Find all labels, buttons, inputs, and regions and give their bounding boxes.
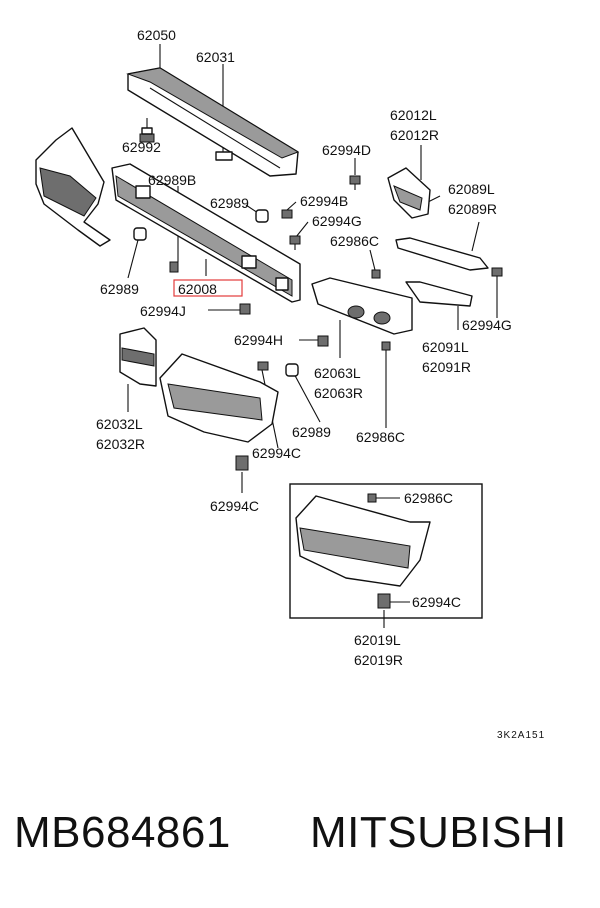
label-62089R: 62089R — [448, 201, 497, 217]
figure-code: 3K2A151 — [497, 730, 545, 741]
part-62063-side-bracket — [311, 277, 413, 335]
label-62019R: 62019R — [354, 652, 403, 668]
fastener-62994B — [281, 209, 293, 219]
label-62994B: 62994B — [300, 193, 348, 209]
label-62089L: 62089L — [448, 181, 495, 197]
part-62019-corner — [295, 495, 431, 587]
label-62091R: 62091R — [422, 359, 471, 375]
label-62994G-upper: 62994G — [312, 213, 362, 229]
part-62031-label-plate — [215, 151, 233, 161]
label-62994D: 62994D — [322, 142, 371, 158]
fastener-62986C-upper — [371, 269, 381, 279]
label-62063R: 62063R — [314, 385, 363, 401]
part-62050-cover — [126, 67, 300, 177]
label-62008: 62008 — [178, 281, 217, 297]
fastener-62989-bumper — [285, 363, 299, 377]
fastener-62989-left — [133, 227, 147, 241]
label-62994C-lower: 62994C — [210, 498, 259, 514]
footer: MB684861 MITSUBISHI — [0, 800, 600, 870]
fastener-62994C-bumper — [257, 361, 269, 371]
part-62008-reinforcement — [111, 163, 301, 303]
label-62994C-inset: 62994C — [412, 594, 461, 610]
parts-diagram: 62050 62031 62992 62012L 62012R 62994D 6… — [35, 27, 545, 741]
label-62050: 62050 — [137, 27, 176, 43]
label-62986C-upper: 62986C — [330, 233, 379, 249]
fastener-62994C-inset — [377, 593, 391, 609]
label-62989B: 62989B — [148, 172, 196, 188]
part-62992-clip — [139, 127, 155, 143]
label-62019L: 62019L — [354, 632, 401, 648]
fastener-62986C-middle — [381, 341, 391, 351]
label-62994J: 62994J — [140, 303, 186, 319]
highlight-box-62008 — [173, 279, 243, 297]
part-labels: 62050 62031 62992 62012L 62012R 62994D 6… — [96, 27, 545, 741]
part-62032-end-cap — [119, 327, 157, 387]
footer-brand: MITSUBISHI — [310, 808, 567, 857]
label-62994H: 62994H — [234, 332, 283, 348]
label-62091L: 62091L — [422, 339, 469, 355]
part-side-bracket-left — [35, 127, 111, 247]
label-62032L: 62032L — [96, 416, 143, 432]
part-62089-strip — [395, 237, 489, 271]
label-62989-bumper: 62989 — [292, 424, 331, 440]
footer-part-number: MB684861 — [14, 808, 231, 857]
fastener-62986C-inset — [367, 493, 377, 503]
part-62091-strip — [405, 281, 473, 307]
part-bumper-face — [159, 353, 279, 443]
label-62012L: 62012L — [390, 107, 437, 123]
part-62012-bracket — [387, 167, 431, 219]
label-62986C-inset: 62986C — [404, 490, 453, 506]
label-62992: 62992 — [122, 139, 161, 155]
fastener-62994G-right — [491, 267, 503, 277]
inset-frame — [289, 483, 483, 619]
label-62994C-bumper: 62994C — [252, 445, 301, 461]
fastener-62994H — [317, 335, 329, 347]
label-62031: 62031 — [196, 49, 235, 65]
fastener-62994D — [349, 175, 361, 190]
fastener-62989-spacer — [255, 209, 269, 223]
fastener-62994G-upper — [289, 235, 301, 250]
label-62012R: 62012R — [390, 127, 439, 143]
label-62994G-right: 62994G — [462, 317, 512, 333]
fastener-62994J — [239, 303, 251, 315]
label-62989-left: 62989 — [100, 281, 139, 297]
label-62989-upper: 62989 — [210, 195, 249, 211]
label-62032R: 62032R — [96, 436, 145, 452]
label-62063L: 62063L — [314, 365, 361, 381]
fastener-62994C-lower — [235, 455, 249, 471]
label-62986C-middle: 62986C — [356, 429, 405, 445]
